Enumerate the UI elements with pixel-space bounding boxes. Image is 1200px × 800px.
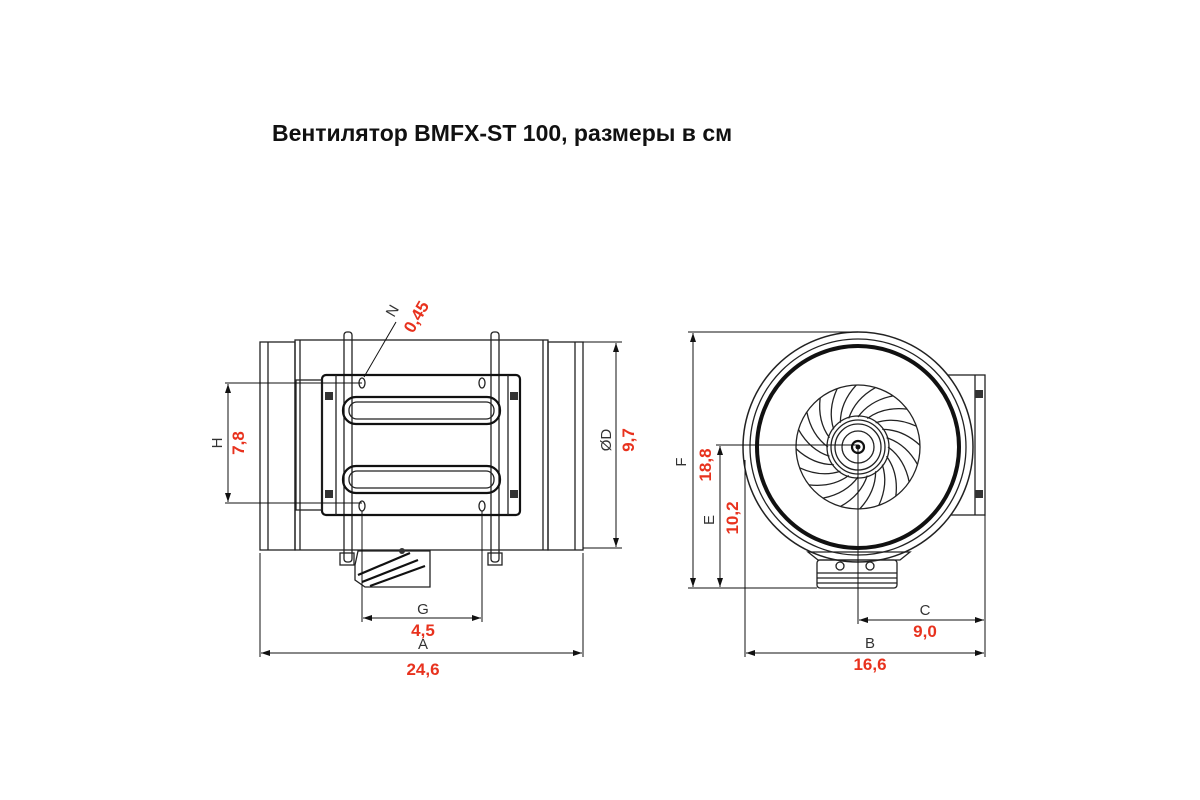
diagram-title: Вентилятор BMFX-ST 100, размеры в см bbox=[272, 120, 733, 146]
dim-D-value: 9,7 bbox=[619, 428, 638, 452]
impeller-blade bbox=[878, 464, 886, 506]
dim-H-label: H bbox=[209, 438, 226, 449]
impeller-blade bbox=[840, 475, 868, 508]
impeller-blade bbox=[795, 448, 834, 466]
impeller-blade bbox=[848, 386, 876, 419]
dimension-D: ØD 9,7 bbox=[583, 341, 638, 549]
dim-N-label: N bbox=[383, 302, 403, 320]
impeller-blade bbox=[866, 408, 908, 419]
dim-D-label: ØD bbox=[598, 429, 615, 452]
front-view bbox=[742, 331, 986, 589]
impeller-blade bbox=[839, 384, 857, 423]
dimension-G: G 4,5 bbox=[361, 511, 483, 640]
dimension-C: C 9,0 bbox=[857, 447, 986, 657]
dim-F-value: 18,8 bbox=[696, 448, 715, 481]
impeller-blade bbox=[822, 476, 859, 499]
dimension-E: E 10,2 bbox=[701, 444, 858, 587]
dim-C-value: 9,0 bbox=[913, 622, 937, 641]
dim-E-label: E bbox=[701, 515, 718, 525]
terminal-box bbox=[354, 548, 431, 588]
impeller-blade bbox=[882, 428, 921, 446]
dim-B-value: 16,6 bbox=[853, 655, 886, 674]
impeller-blade bbox=[797, 429, 830, 457]
impeller-blade bbox=[887, 446, 910, 483]
impeller-blade bbox=[886, 455, 897, 497]
impeller-blade bbox=[875, 419, 917, 427]
impeller-blade bbox=[886, 437, 919, 465]
mount-hole bbox=[478, 377, 486, 389]
mount-hole bbox=[478, 500, 486, 512]
dim-A-value: 24,6 bbox=[406, 660, 439, 679]
impeller-blade bbox=[857, 395, 894, 418]
dim-G-label: G bbox=[417, 601, 429, 618]
dim-B-label: B bbox=[865, 635, 875, 652]
dimension-B: B 16,6 bbox=[744, 460, 984, 674]
dim-E-value: 10,2 bbox=[723, 501, 742, 534]
dim-A-label: A bbox=[418, 636, 428, 653]
dim-C-label: C bbox=[920, 602, 931, 619]
impeller-blade bbox=[819, 397, 830, 439]
dim-N-value: 0,45 bbox=[400, 298, 433, 336]
terminal-box-front bbox=[806, 551, 912, 589]
dimension-H: H 7,8 bbox=[209, 382, 362, 504]
dimension-N: N 0,45 bbox=[363, 298, 433, 378]
impeller-blade bbox=[799, 467, 841, 475]
impeller-blade bbox=[859, 471, 877, 510]
dim-H-value: 7,8 bbox=[229, 431, 248, 455]
dimension-A: A 24,6 bbox=[259, 553, 584, 679]
impeller-blade bbox=[830, 388, 838, 430]
side-view bbox=[259, 331, 584, 588]
dimension-F: F 18,8 bbox=[673, 331, 858, 589]
dim-F-label: F bbox=[673, 457, 690, 466]
impeller-blade bbox=[808, 475, 850, 486]
dim-G-value: 4,5 bbox=[411, 621, 435, 640]
